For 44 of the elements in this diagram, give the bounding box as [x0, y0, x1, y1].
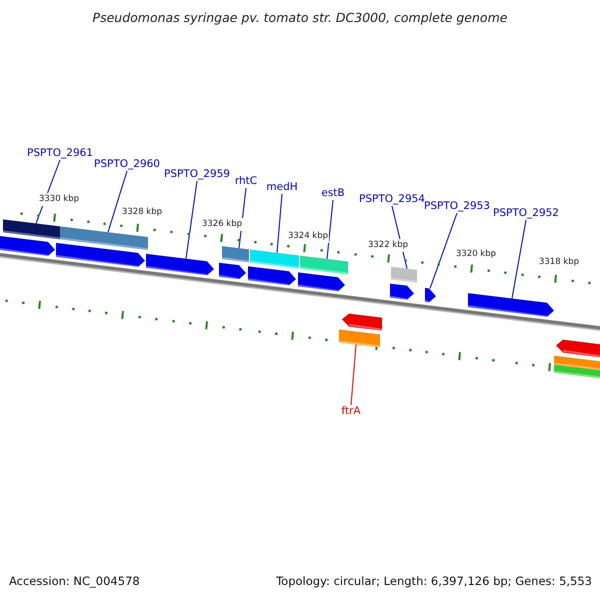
gene-feature: [424, 288, 436, 304]
gene-feature: [0, 236, 55, 257]
gene-feature: [556, 340, 600, 358]
gene-label: rhtC: [234, 175, 258, 188]
leader-line: [326, 200, 334, 260]
leader-line: [512, 220, 526, 299]
gene-label: estB: [321, 187, 345, 200]
gene-label: PSPTO_2961: [27, 147, 93, 160]
gene-bar: [554, 356, 600, 371]
gene-bar: [338, 329, 380, 348]
gene-bar: [222, 246, 250, 262]
gene-label: PSPTO_2952: [493, 207, 559, 220]
leader-line: [430, 212, 458, 289]
gene-bar: [2, 219, 60, 240]
scale-label: 3324 kbp: [286, 230, 330, 243]
gene-bar: [60, 226, 148, 250]
scale-label: 3330 kbp: [38, 193, 80, 206]
genome-summary-text: Topology: circular; Length: 6,397,126 bp; Genes: 5,553: [276, 575, 592, 588]
gene-bar: [300, 256, 348, 274]
gene-label: PSPTO_2960: [94, 158, 160, 171]
title: Pseudomonas syringae pv. tomato str. DC3000, complete genome: [92, 11, 508, 24]
scale-label: 3326 kbp: [200, 218, 244, 231]
scale-label: 3328 kbp: [120, 206, 164, 219]
leader-line: [350, 344, 356, 406]
gene-label: medH: [266, 181, 298, 194]
gene-bar: [554, 364, 600, 379]
gene-label: PSPTO_2954: [359, 193, 425, 206]
accession-text: Accession: NC_004578: [9, 575, 140, 588]
scale-label: 3318 kbp: [538, 256, 580, 269]
gene-label: ftrA: [341, 405, 361, 418]
gene-feature: [390, 284, 414, 300]
gene-label: PSPTO_2953: [424, 200, 490, 213]
gene-feature: [342, 314, 382, 331]
gene-feature: [218, 262, 246, 280]
scale-label: 3322 kbp: [366, 239, 410, 252]
leader-line: [186, 180, 198, 260]
gene-feature: [146, 254, 214, 276]
gene-label: PSPTO_2959: [164, 168, 230, 181]
gene-bar: [250, 250, 300, 268]
scale-label: 3320 kbp: [454, 248, 498, 261]
gene-feature: [468, 293, 554, 318]
leader-line: [108, 170, 128, 233]
gene-bar: [390, 266, 418, 283]
gene-feature: [298, 272, 345, 292]
